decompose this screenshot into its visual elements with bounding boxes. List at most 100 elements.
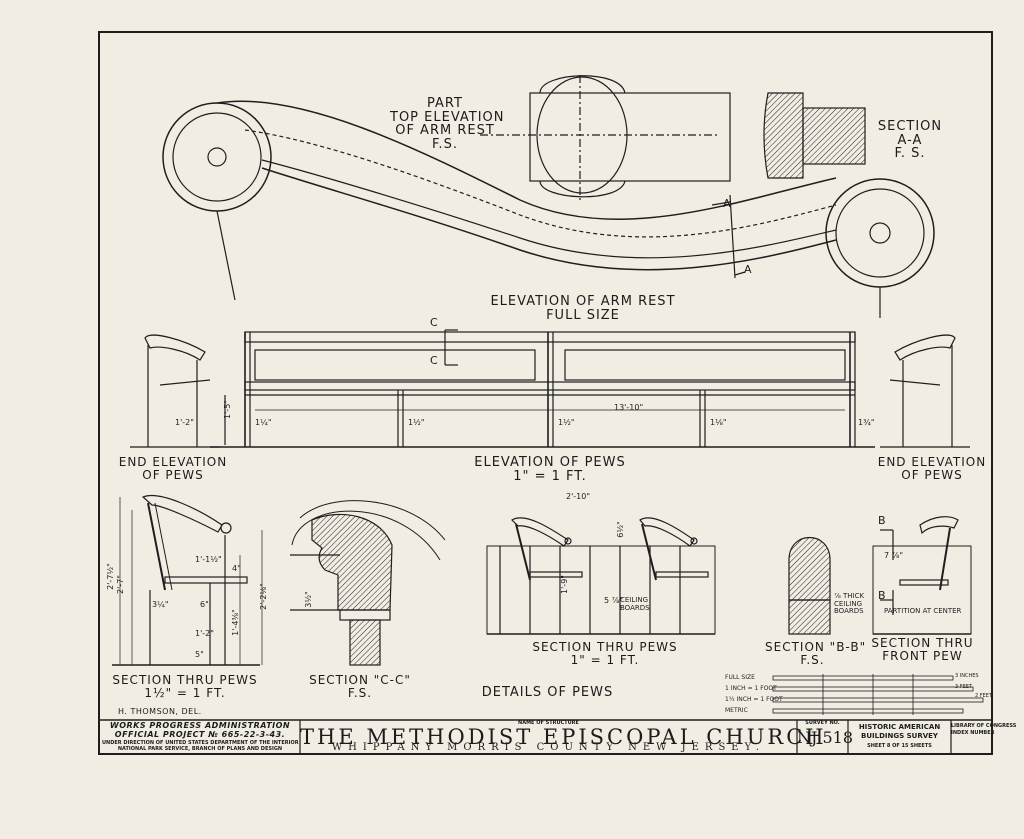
end-elevation-left-label: END ELEVATION OF PEWS [118, 456, 228, 481]
section-c-c [290, 500, 446, 666]
pews-elevation [210, 329, 875, 448]
front-pew-section-subtitle: FRONT PEW [882, 648, 963, 663]
pew-section-middle-scale: 1" = 1 FT. [570, 652, 640, 667]
arm-width-dimension: 4" [232, 564, 241, 573]
pews-elevation-title: ELEVATION OF PEWS [474, 455, 626, 470]
wpa-project-line: OFFICIAL PROJECT № 665-22-3-43. [114, 730, 286, 739]
scale-row-label: FULL SIZE [725, 674, 755, 681]
pews-elevation-scale: 1" = 1 FT. [513, 468, 587, 484]
sheet-border [98, 31, 993, 755]
scale-bars [772, 674, 984, 715]
overall-height-dimension: 2'-7½" [105, 563, 115, 590]
pews-elevation-label: ELEVATION OF PEWS 1" = 1 FT. [445, 456, 655, 483]
leg-dimension: 1⅛" [710, 418, 727, 427]
scale-end-label: 3 FEET [955, 684, 973, 690]
section-b-b-title: SECTION "B-B" [765, 640, 867, 654]
seat-depth-dimension: 1'-2" [195, 629, 214, 638]
middle-height-dimension: 1'-9" [559, 575, 569, 594]
section-b-b-label: SECTION "B-B" F.S. [765, 640, 867, 667]
survey-number: NJ 518 [797, 728, 854, 747]
ceiling-boards-note: CEILING BOARDS [620, 596, 650, 612]
end-elevation-left-subtitle: OF PEWS [142, 467, 204, 482]
survey-title-line: HISTORIC AMERICAN [858, 723, 941, 731]
scale-row-label: 1½ INCH = 1 FOOT [725, 696, 783, 703]
seat-height-dimension: 1'-4⅜" [230, 609, 240, 636]
section-marker-c: C [430, 354, 439, 367]
section-b-b [788, 537, 831, 635]
end-elevation-left [130, 334, 226, 448]
section-c-c-scale: F.S. [347, 685, 373, 700]
seat-width-dimension: 1'-1½" [195, 555, 222, 564]
section-a-a-label: SECTION A-A F. S. [875, 120, 945, 161]
section-marker-b: B [878, 514, 887, 527]
national-park-service-line: NATIONAL PARK SERVICE, BRANCH OF PLANS A… [117, 746, 283, 752]
leg-dimension: 1¼" [255, 418, 272, 427]
pew-section-left-scale: 1½" = 1 FT. [144, 685, 226, 700]
back-dimension: 5" [195, 650, 204, 659]
end-elevation-left-title: END ELEVATION [118, 455, 228, 469]
boards-dimension: 5 ⅞" [604, 596, 624, 605]
arm-rest-top-elevation [480, 75, 731, 200]
end-elevation-right-label: END ELEVATION OF PEWS [877, 456, 987, 481]
thick-ceiling-note-line: CEILING [834, 599, 862, 608]
rail-dimension: 3¼" [152, 600, 169, 609]
top-elevation-label-line: F.S. [432, 136, 458, 152]
top-elevation-label: PART TOP ELEVATION OF ARM REST F.S. [390, 96, 505, 152]
pew-section-left-title: SECTION THRU PEWS [112, 673, 258, 687]
thick-ceiling-note-line: ⅞ THICK [834, 592, 865, 600]
arm-rest-elevation-scale: FULL SIZE [546, 307, 620, 323]
scale-row-label: METRIC [725, 707, 748, 714]
interior-department-line: UNDER DIRECTION OF UNITED STATES DEPARTM… [102, 740, 299, 746]
thick-ceiling-note: ⅞ THICK CEILING BOARDS [834, 592, 865, 616]
structure-location: WHIPPANY MORRIS COUNTY NEW JERSEY. [331, 742, 766, 753]
pew-section-middle [486, 517, 716, 635]
section-marker-c: C [430, 316, 439, 329]
section-c-c-dimension: 3½" [303, 591, 313, 608]
pew-section-middle-label: SECTION THRU PEWS 1" = 1 FT. [515, 641, 695, 666]
front-pew-section [872, 516, 972, 635]
front-pew-section-label: SECTION THRU FRONT PEW [865, 637, 980, 662]
pew-length-dimension: 13'-10" [614, 403, 644, 412]
scale-row-label: 1 INCH = 1 FOOT [725, 685, 777, 692]
pew-section-middle-title: SECTION THRU PEWS [532, 640, 678, 654]
section-marker-a: A [723, 197, 732, 210]
thick-ceiling-note-line: BOARDS [834, 607, 864, 616]
scale-end-label: 3 INCHES [955, 673, 979, 679]
top-elevation-label-line: PART [427, 96, 463, 111]
details-of-pews-title: DETAILS OF PEWS [481, 685, 614, 700]
library-of-congress-caption: LIBRARY OF CONGRESS [951, 723, 1017, 729]
section-a-a-label-line: SECTION [877, 119, 943, 134]
leg-dimension: 1¾" [858, 418, 875, 427]
leg-dimension: 1½" [408, 418, 425, 427]
front-pew-section-title: SECTION THRU [871, 636, 974, 650]
structure-name-caption: NAME OF STRUCTURE [518, 720, 579, 726]
arm-rest-elevation-label: ELEVATION OF ARM REST FULL SIZE [463, 295, 703, 322]
board-dimension: 6" [200, 600, 209, 609]
pew-spacing-dimension: 2'-10" [566, 492, 591, 501]
section-c-c-title: SECTION "C-C" [309, 673, 411, 687]
end-seat-dimension: 1'-2" [175, 418, 194, 427]
section-marker-b: B [878, 589, 887, 602]
index-number-caption: INDEX NUMBER [951, 730, 995, 736]
front-pew-dimension: 7 ⅞" [884, 551, 904, 560]
partition-note: PARTITION AT CENTER [884, 607, 962, 615]
end-elevation-right [880, 334, 970, 448]
overall-height-dimension: 2'-7" [115, 575, 125, 594]
arm-rest-elevation-title: ELEVATION OF ARM REST [490, 294, 676, 309]
end-elevation-right-title: END ELEVATION [877, 455, 987, 469]
wpa-agency-line: WORKS PROGRESS ADMINISTRATION [109, 721, 291, 730]
section-c-c-label: SECTION "C-C" F.S. [305, 674, 415, 699]
end-elevation-right-subtitle: OF PEWS [901, 467, 963, 482]
back-top-dimension: 6½" [615, 521, 625, 538]
pew-section-left-label: SECTION THRU PEWS 1½" = 1 FT. [110, 674, 260, 699]
section-a-a-label-line: A-A [897, 132, 923, 148]
section-b-b-scale: F.S. [800, 652, 825, 667]
delineator-credit: H. THOMSON, DEL. [118, 707, 202, 716]
arm-rest-elevation [162, 100, 935, 318]
structure-name: THE METHODIST EPISCOPAL CHURCH [300, 725, 827, 749]
top-elevation-label-line: TOP ELEVATION [390, 109, 505, 125]
overall-height-dimension: 2'-2⅛" [258, 583, 268, 610]
top-elevation-label-line: OF ARM REST [395, 123, 495, 139]
